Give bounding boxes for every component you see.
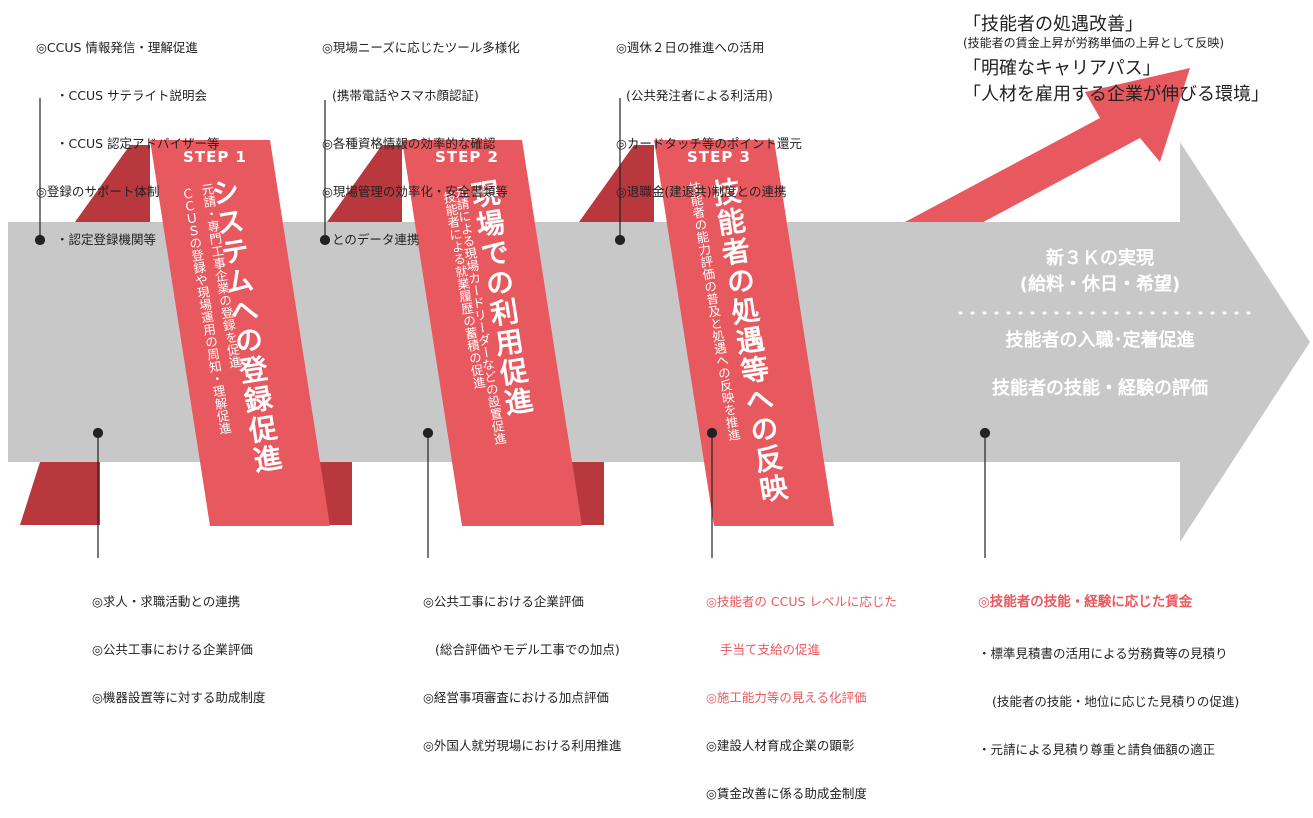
goal-1-sub: (技能者の賃金上昇が労務単価の上昇として反映) [963,36,1225,50]
step3-top-notes: ◎週休２日の推進への活用 (公共発注者による利活用) ◎カードタッチ等のポイント… [616,40,802,199]
step3-label: STEP 3 [687,148,751,166]
ribbon-back-1b [20,462,100,525]
wage-notes: ◎技能者の技能・経験に応じた賃金 ・標準見積書の活用による労務費等の見積り (技… [978,594,1240,757]
goal-3: 「人材を雇用する企業が伸びる環境」 [963,84,1269,105]
result-item1: 技能者の入職･定着促進 [1005,330,1195,351]
goal-arrow [890,68,1190,248]
step2-top-notes: ◎現場ニーズに応じたツール多様化 (携帯電話やスマホ顔認証) ◎各種資格情報の効… [322,40,520,247]
step3-bottom-notes: ◎技能者の CCUS レベルに応じた 手当て支給の促進 ◎施工能力等の見える化評… [706,594,897,801]
ribbon-back-2 [327,145,402,222]
goal-2: 「明確なキャリアパス」 [963,58,1161,79]
step2-label: STEP 2 [435,148,499,166]
result-item2: 技能者の技能・経験の評価 [992,378,1208,399]
ribbon-back-3 [579,145,654,222]
step1-top-notes: ◎CCUS 情報発信・理解促進 ・CCUS サテライト説明会 ・CCUS 認定ア… [36,40,220,247]
step2-bottom-notes: ◎公共工事における企業評価 (総合評価やモデル工事での加点) ◎経営事項審査にお… [423,594,622,753]
step1-bottom-notes: ◎求人・求職活動との連携 ◎公共工事における企業評価 ◎機器設置等に対する助成制… [92,594,266,705]
ribbon-step3 [654,140,834,526]
ribbon-step1 [150,140,330,526]
result-main: 新３Ｋの実現 [1046,248,1154,269]
ribbon-step2 [402,140,582,526]
ribbon-back-1 [75,145,150,222]
result-main-sub: (給料・休日・希望) [1019,274,1181,295]
step1-label: STEP 1 [183,148,247,166]
roadmap-diagram [8,68,1310,558]
goal-1: 「技能者の処遇改善」 [963,14,1143,35]
